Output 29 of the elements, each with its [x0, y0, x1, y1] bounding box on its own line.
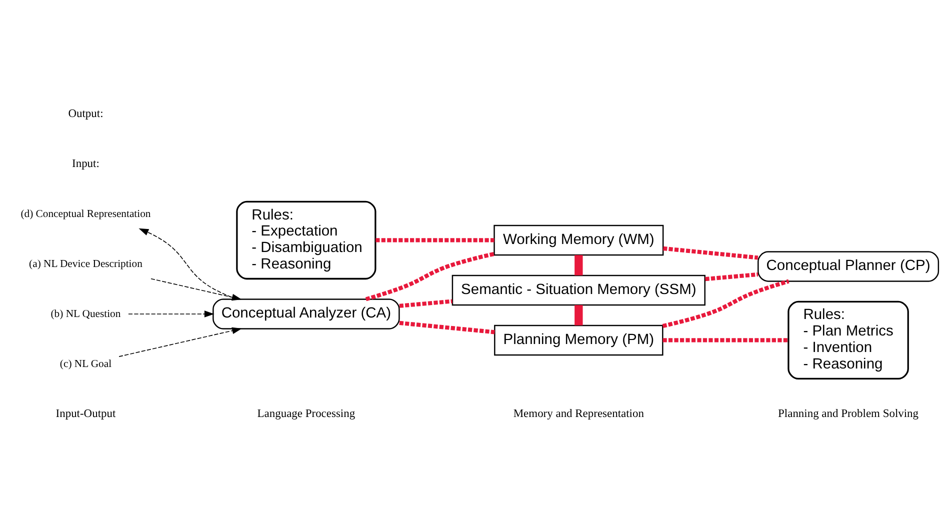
- node-text: (b) NL Question: [50, 308, 121, 320]
- node-text: (a) NL Device Description: [29, 258, 142, 270]
- label: Input-Output: [56, 408, 116, 420]
- connector: [376, 238, 494, 242]
- label: Planning and Problem Solving: [778, 408, 919, 420]
- label: Output:: [68, 108, 104, 120]
- connector: [662, 246, 758, 260]
- node-box: Planning Memory (PM): [494, 324, 664, 356]
- connector: [662, 338, 788, 342]
- label: Input:: [72, 158, 100, 170]
- connector: [399, 320, 495, 334]
- arrow: [118, 326, 242, 356]
- node-box: Conceptual Planner (CP): [758, 250, 940, 282]
- node-box: Rules: - Plan Metrics - Invention - Reasoning: [788, 300, 909, 380]
- arrow: [150, 278, 242, 300]
- arrow: [128, 310, 214, 317]
- connector: [662, 278, 790, 328]
- node-text: (c) NL Goal: [60, 358, 112, 370]
- node-box: Conceptual Analyzer (CA): [212, 298, 400, 329]
- connector: [574, 254, 583, 275]
- node-box: Rules: - Expectation - Disambiguation - Reasoning: [236, 200, 376, 280]
- node-box: Semantic - Situation Memory (SSM): [452, 274, 706, 306]
- label: Memory and Representation: [513, 408, 644, 420]
- label: Language Processing: [257, 408, 356, 420]
- connector: [399, 298, 452, 308]
- node-text: (d) Conceptual Representation: [20, 208, 151, 220]
- connector: [705, 272, 758, 281]
- connector: [574, 304, 583, 325]
- node-box: Working Memory (WM): [494, 224, 664, 256]
